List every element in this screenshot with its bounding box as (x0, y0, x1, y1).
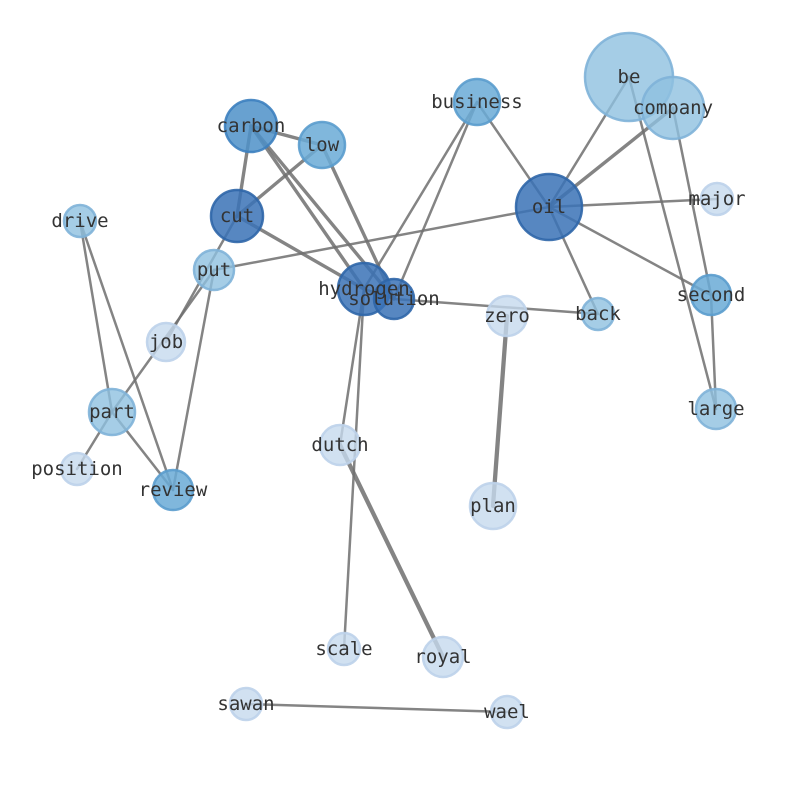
edge-carbon-hydrogen (249, 124, 366, 291)
node-label-put: put (197, 259, 231, 281)
edge-business-solution (392, 100, 479, 301)
edge-drive-review (78, 219, 175, 492)
edge-zero-plan (490, 313, 510, 509)
node-job (145, 321, 187, 363)
node-review (151, 468, 195, 512)
edge-put-review (171, 268, 216, 492)
nodes-layer (59, 31, 738, 730)
node-label-low: low (305, 134, 340, 156)
node-label-scale: scale (315, 638, 372, 660)
node-position (59, 451, 95, 487)
node-label-company: company (633, 97, 713, 119)
node-label-sawan: sawan (217, 693, 274, 715)
node-oil (514, 172, 584, 242)
node-sawan (228, 686, 264, 722)
node-label-job: job (149, 331, 183, 353)
node-label-royal: royal (414, 646, 471, 668)
node-label-zero: zero (484, 305, 530, 327)
node-label-dutch: dutch (311, 434, 368, 456)
node-large (694, 387, 738, 431)
node-cut (209, 188, 265, 244)
node-business (452, 77, 502, 127)
node-drive (62, 203, 98, 239)
node-scale (326, 631, 362, 667)
node-company (640, 75, 706, 141)
node-royal (421, 635, 465, 679)
labels-layer: be company business carbon low oil major drive c… (31, 66, 745, 723)
edge-dutch-royal (337, 442, 446, 660)
node-label-solution: solution (348, 288, 440, 310)
node-dutch (318, 423, 362, 467)
edge-oil-put (212, 205, 551, 272)
node-low (297, 120, 347, 170)
edges-layer (75, 75, 719, 714)
node-label-large: large (687, 398, 744, 420)
edge-sawan-wael (244, 702, 509, 714)
node-carbon (223, 98, 279, 154)
edge-drive-part (78, 219, 114, 414)
node-label-second: second (677, 284, 746, 306)
node-label-business: business (431, 91, 523, 113)
node-back (580, 296, 616, 332)
node-plan (468, 481, 518, 531)
node-label-oil: oil (532, 196, 566, 218)
node-part (87, 387, 137, 437)
node-label-hydrogen: hydrogen (318, 278, 410, 300)
node-solution (372, 277, 416, 321)
edge-business-hydrogen (362, 100, 479, 291)
node-label-back: back (575, 303, 621, 325)
node-put (192, 248, 236, 292)
node-label-drive: drive (51, 210, 108, 232)
node-zero (485, 294, 529, 338)
node-label-cut: cut (220, 205, 254, 227)
node-label-part: part (89, 401, 135, 423)
node-label-carbon: carbon (217, 115, 286, 137)
node-label-wael: wael (484, 701, 530, 723)
node-label-position: position (31, 458, 123, 480)
node-label-review: review (139, 479, 208, 501)
node-second (689, 273, 733, 317)
node-wael (489, 694, 525, 730)
node-label-major: major (688, 188, 745, 210)
node-label-plan: plan (470, 495, 516, 517)
node-major (699, 181, 735, 217)
node-label-be: be (618, 66, 641, 88)
